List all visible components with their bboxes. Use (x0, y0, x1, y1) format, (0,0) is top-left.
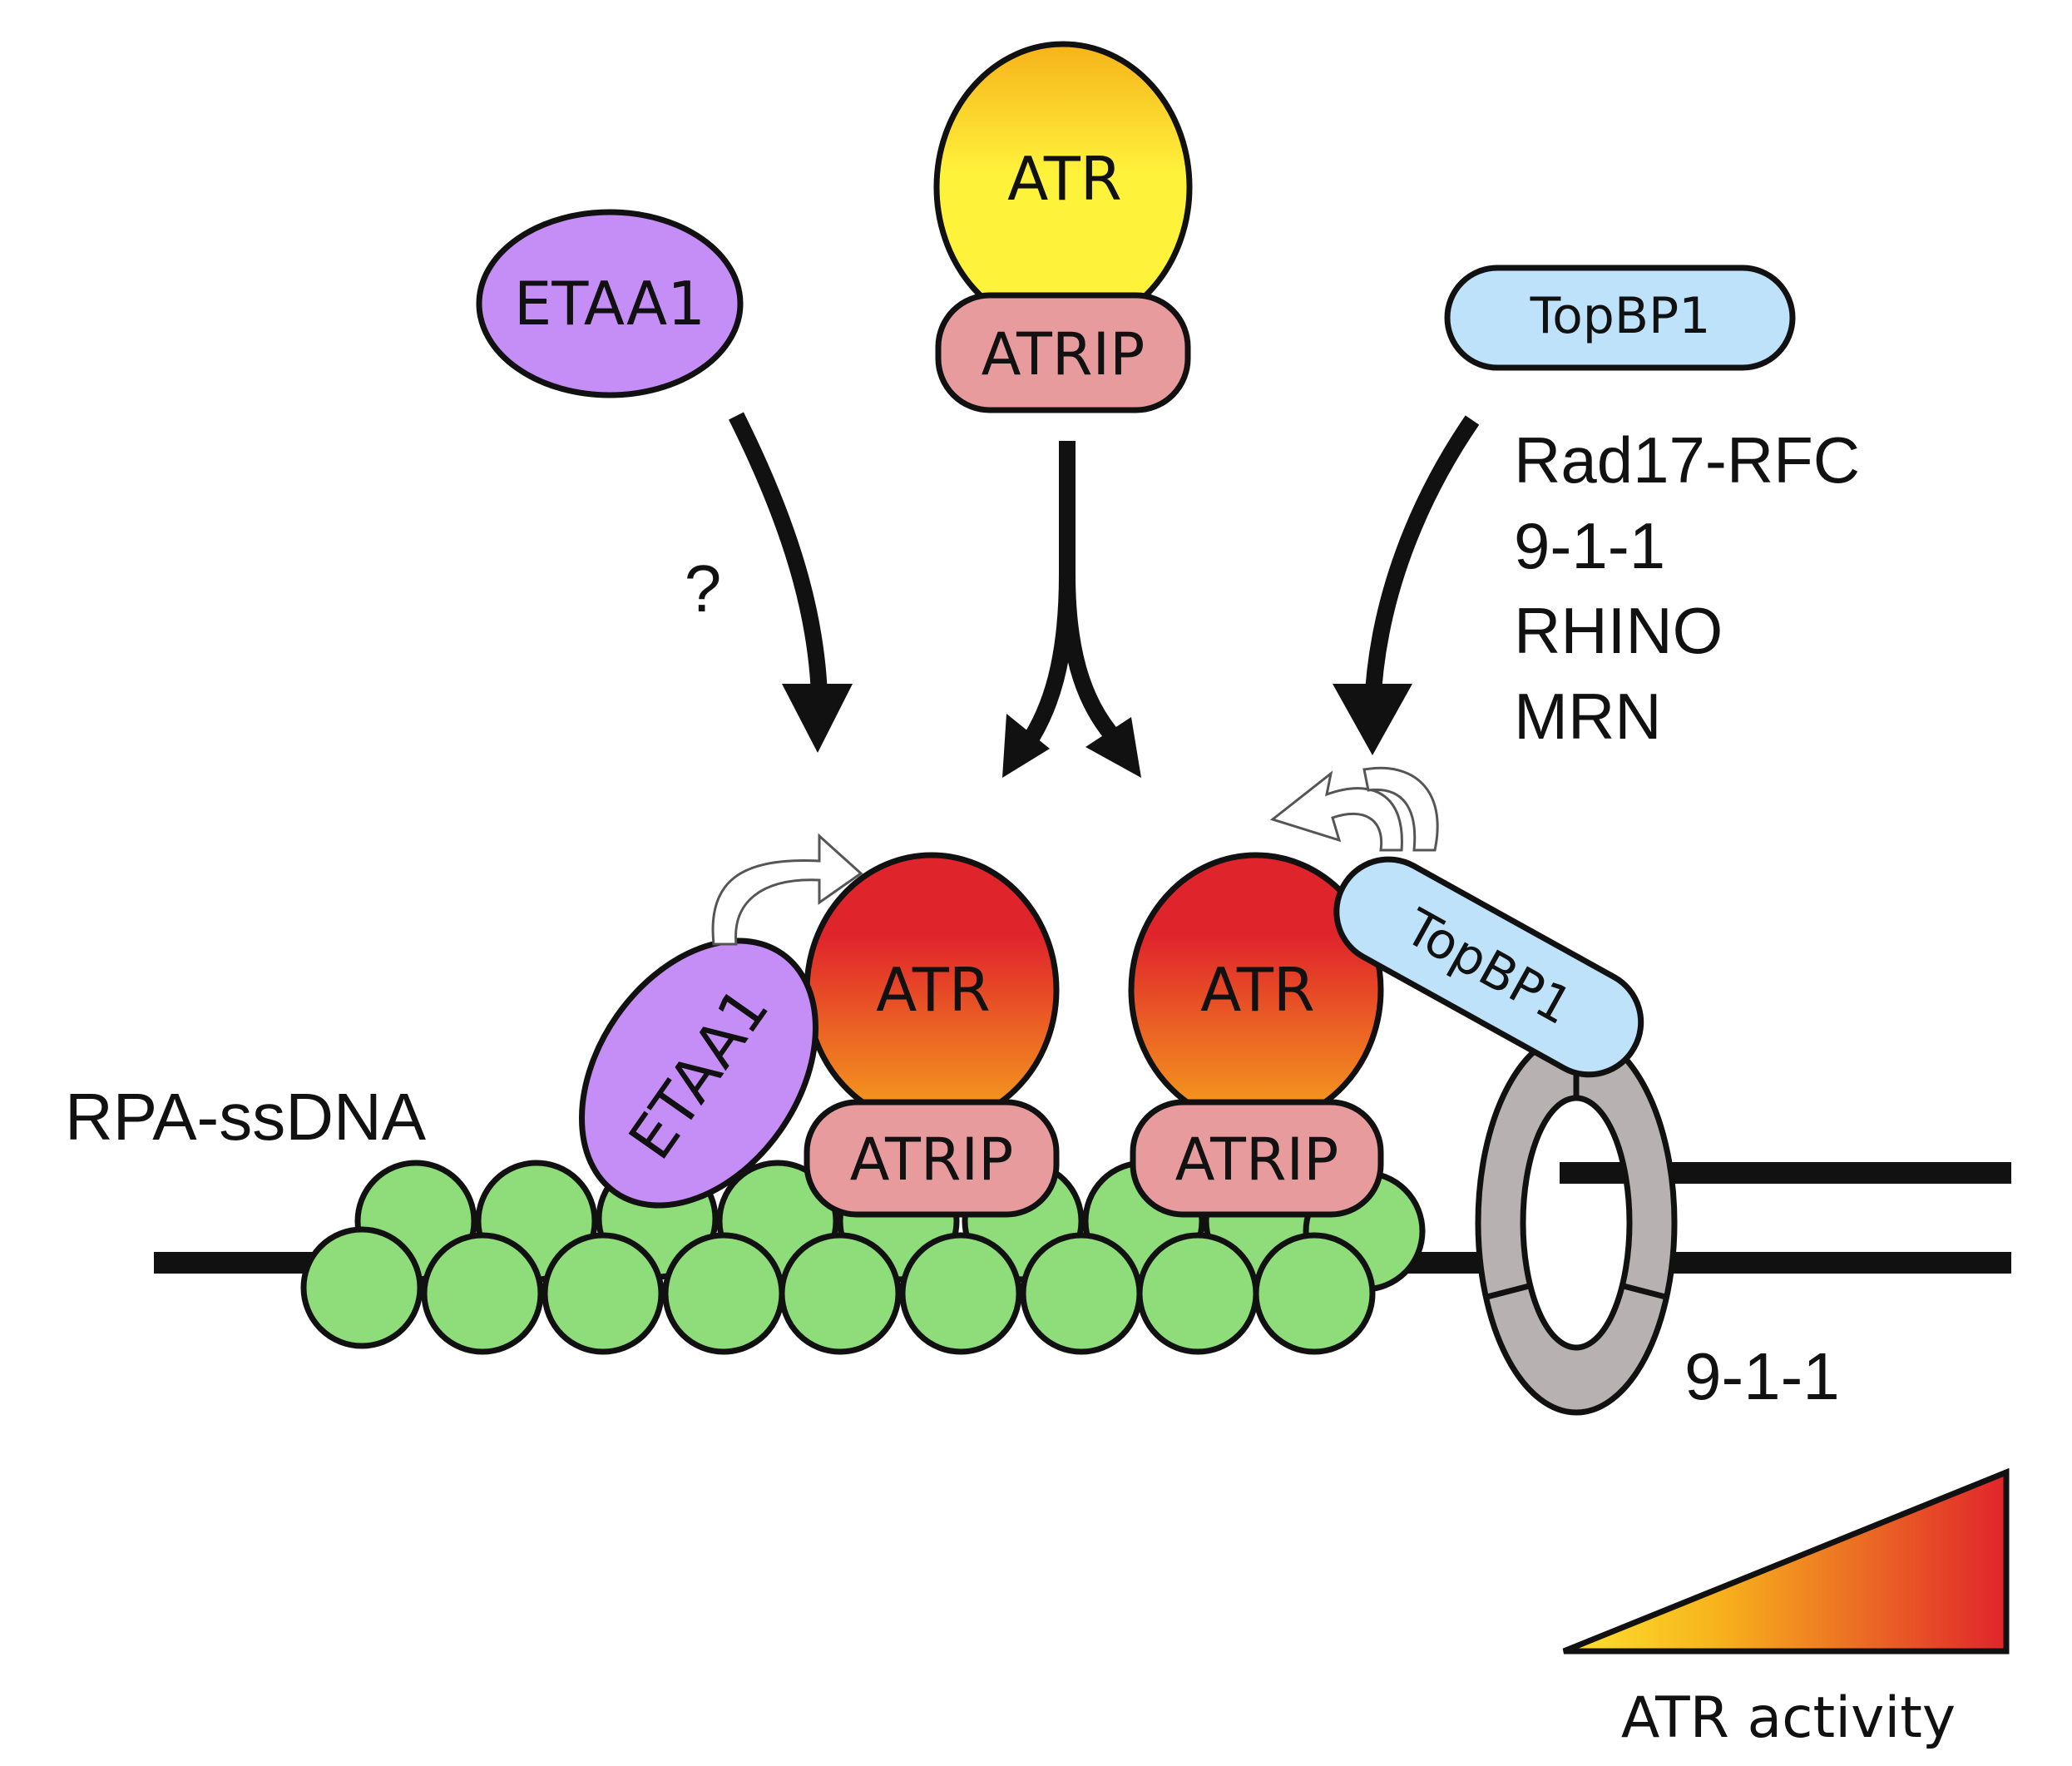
atrip-protein (935, 292, 1191, 413)
rpa-ssdna-label: RPA-ssDNA (65, 1080, 427, 1154)
atr-recruit-arrow-right (1059, 573, 1130, 755)
arrowhead (1333, 684, 1412, 755)
clamp-seam (1483, 1282, 1533, 1301)
atrip-protein (1130, 1099, 1384, 1218)
topbp1-activation-arrow (1269, 770, 1403, 852)
factor-label: 9-1-1 (1514, 509, 1665, 582)
rpa-protein (1020, 1232, 1143, 1355)
topbp1-recruit-arrow (1364, 415, 1480, 708)
free-topbp1 (1444, 265, 1796, 371)
topbp1-protein (1444, 265, 1796, 371)
factor-label: Rad17-RFC (1514, 423, 1860, 497)
atr-left-label: ATR (876, 955, 991, 1025)
atrip-free-label: ATRIP (982, 320, 1145, 388)
factor-label: RHINO (1514, 594, 1723, 667)
rpa-protein (541, 1232, 665, 1355)
etaa1-activation-arrow (711, 833, 863, 946)
free-etaa1 (476, 209, 744, 398)
question-mark: ? (685, 552, 722, 626)
arrowhead (1085, 717, 1141, 778)
rpa-protein (300, 1226, 423, 1349)
arrowhead (1002, 714, 1050, 778)
rpa-protein (662, 1232, 785, 1355)
activation-arrows (711, 766, 1439, 946)
nine-one-one-clamp (1475, 1030, 1678, 1416)
etaa1-protein (579, 937, 818, 1209)
rpa-protein (421, 1232, 544, 1355)
atrip-left-label: ATRIP (850, 1125, 1014, 1194)
factor-label: MRN (1514, 680, 1662, 753)
atr-right-label: ATR (1200, 955, 1315, 1025)
free-atr-atrip (933, 41, 1193, 413)
topbp1-protein (1333, 856, 1644, 1078)
rpa-protein (1253, 1232, 1376, 1355)
rpa-protein (899, 1232, 1022, 1355)
atr-free-label: ATR (1007, 144, 1122, 214)
rpa-protein (1136, 1232, 1259, 1355)
atr-activity-caption: ATR activity (1621, 1685, 1956, 1751)
bound-etaa1 (579, 937, 818, 1209)
atrip-protein (804, 1099, 1060, 1218)
factor-list: Rad17-RFC 9-1-1 RHINO MRN (1514, 423, 1860, 753)
bound-atr-left (804, 852, 1060, 1218)
rpa-protein (779, 1232, 902, 1355)
arrow-heads (782, 684, 1412, 778)
topbp1-activation-arrow-2 (1362, 766, 1439, 852)
etaa1-free-label: ETAA1 (514, 269, 705, 339)
arrowhead (782, 684, 853, 753)
atr-activity-wedge (1562, 1467, 2010, 1655)
atrip-right-label: ATRIP (1175, 1125, 1339, 1194)
clamp-hole (1520, 1095, 1633, 1351)
nine-one-one-label: 9-1-1 (1684, 1339, 1840, 1413)
topbp1-free-label: TopBP1 (1530, 287, 1711, 345)
bound-atr-right (1128, 852, 1384, 1218)
bound-topbp1 (1333, 856, 1644, 1078)
etaa1-protein (476, 209, 744, 398)
clamp-seam (1620, 1282, 1669, 1301)
